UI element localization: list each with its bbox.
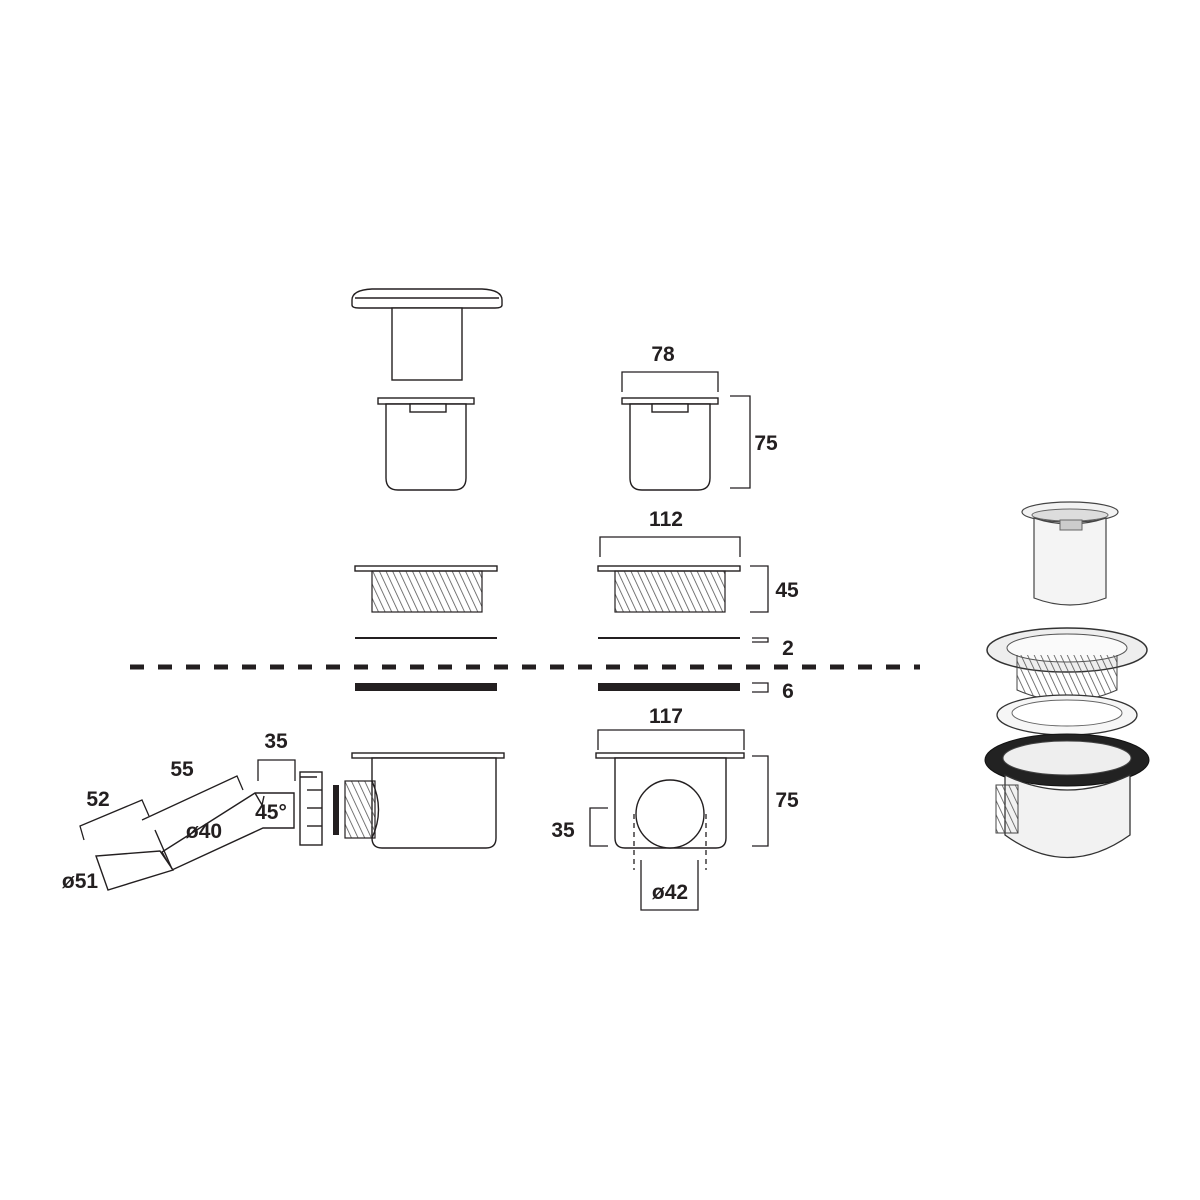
gasket-left bbox=[355, 683, 497, 691]
label-washer-thickness: 2 bbox=[782, 637, 794, 660]
label-body-height: 75 bbox=[775, 789, 799, 812]
label-ring-height: 45 bbox=[775, 579, 799, 602]
dim-outlet-height bbox=[589, 807, 608, 847]
label-pipe-inner-diameter: ø40 bbox=[186, 820, 222, 843]
dim-ring-width bbox=[599, 536, 741, 557]
dim-gasket bbox=[752, 682, 769, 693]
elbow-pipe bbox=[95, 792, 295, 891]
drain-cover-dome bbox=[351, 288, 503, 381]
label-ring-width: 112 bbox=[649, 508, 683, 531]
dim-cover-width bbox=[621, 371, 719, 392]
threaded-ring-left bbox=[354, 565, 498, 613]
dim-ring-height bbox=[750, 565, 769, 613]
label-cover-width: 78 bbox=[651, 343, 675, 366]
product-render bbox=[984, 501, 1150, 859]
label-elbow-length: 35 bbox=[264, 730, 288, 753]
gasket-right bbox=[598, 683, 740, 691]
waste-body-front bbox=[595, 752, 745, 870]
dim-cover-height bbox=[730, 395, 751, 489]
label-outlet-height: 35 bbox=[551, 819, 575, 842]
strainer-insert-right bbox=[621, 397, 719, 491]
label-pipe-outer-diameter: ø51 bbox=[62, 870, 99, 893]
outlet-nut bbox=[299, 771, 323, 846]
label-outlet-diameter: ø42 bbox=[652, 881, 688, 904]
elbow-dimension-lines bbox=[79, 759, 296, 841]
label-pipe-length-lower: 52 bbox=[86, 788, 109, 811]
waste-body-side bbox=[333, 752, 505, 849]
dim-outlet-diameter bbox=[640, 860, 699, 911]
strainer-insert-left bbox=[377, 397, 475, 491]
label-elbow-angle: 45° bbox=[255, 801, 287, 824]
dim-body-height bbox=[752, 755, 769, 847]
dim-washer bbox=[752, 637, 769, 643]
label-gasket-thickness: 6 bbox=[782, 680, 794, 703]
label-cover-height: 75 bbox=[754, 432, 778, 455]
label-body-width: 117 bbox=[649, 705, 683, 728]
dim-body-width bbox=[597, 729, 745, 750]
label-pipe-length-upper: 55 bbox=[170, 758, 194, 781]
threaded-ring-right bbox=[597, 565, 741, 613]
